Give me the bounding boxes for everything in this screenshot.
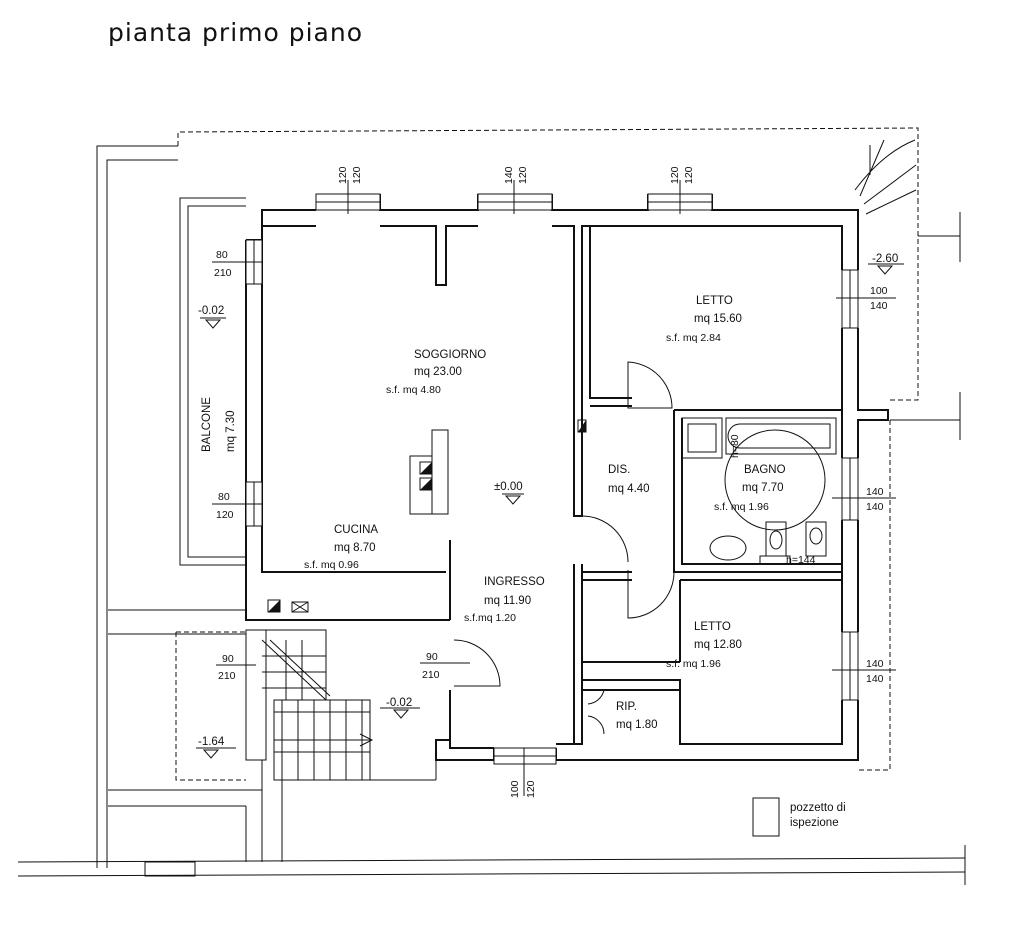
opening-left1-a: 80 <box>216 249 228 261</box>
opening-top1-a: 120 <box>337 166 349 184</box>
rip-name: RIP. <box>616 701 637 713</box>
windows <box>245 193 859 765</box>
opening-bottom-b: 120 <box>525 780 537 798</box>
letto1-name: LETTO <box>696 295 733 307</box>
soggiorno-area: mq 23.00 <box>414 366 462 378</box>
cucina-area: mq 8.70 <box>334 542 376 554</box>
opening-left2-a: 80 <box>218 491 230 503</box>
site-boundary <box>17 127 966 885</box>
opening-top3-a: 120 <box>669 166 681 184</box>
balcony-outline <box>179 197 246 566</box>
doors <box>453 361 675 735</box>
legend-swatch <box>752 797 780 837</box>
exterior-stair <box>854 139 917 771</box>
balcone-area: mq 7.30 <box>225 410 237 452</box>
dimension-lines <box>212 180 896 796</box>
interior-stair <box>108 609 437 862</box>
legend-line2: ispezione <box>790 817 839 829</box>
soggiorno-sf: s.f. mq 4.80 <box>386 384 441 396</box>
opening-stair-a: 90 <box>222 653 234 665</box>
opening-top2-b: 120 <box>517 166 529 184</box>
cucina-name: CUCINA <box>334 524 378 536</box>
bathroom-fixtures <box>681 417 837 565</box>
bagno-h-bottom: h=144 <box>786 554 816 566</box>
letto1-sf: s.f. mq 2.84 <box>666 332 721 344</box>
level-center: ±0.00 <box>494 481 523 493</box>
letto2-area: mq 12.80 <box>694 639 742 651</box>
opening-top2-a: 140 <box>503 166 515 184</box>
opening-entry-b: 210 <box>422 669 440 681</box>
rip-area: mq 1.80 <box>616 719 658 731</box>
opening-right3-a: 140 <box>866 658 884 670</box>
soggiorno-name: SOGGIORNO <box>414 349 486 361</box>
opening-right2-b: 140 <box>866 501 884 513</box>
letto2-sf: s.f. mq 1.96 <box>666 658 721 670</box>
opening-right2-a: 140 <box>866 486 884 498</box>
ingresso-area: mq 11.90 <box>484 595 531 607</box>
plan-title: pianta primo piano <box>108 18 364 47</box>
opening-right1-a: 100 <box>870 285 888 297</box>
exterior-walls <box>245 194 889 761</box>
opening-right3-b: 140 <box>866 673 884 685</box>
level-balcony: -0.02 <box>198 305 224 317</box>
bagno-name: BAGNO <box>744 464 786 476</box>
opening-left2-b: 120 <box>216 509 234 521</box>
cucina-sf: s.f. mq 0.96 <box>304 559 359 571</box>
kitchen-details <box>267 419 587 613</box>
letto2-name: LETTO <box>694 621 731 633</box>
level-markers <box>196 263 904 759</box>
opening-bottom-a: 100 <box>509 780 521 798</box>
opening-top1-b: 120 <box>351 166 363 184</box>
interior-walls <box>449 405 842 691</box>
level-landing: -0.02 <box>386 697 412 709</box>
dis-name: DIS. <box>608 464 630 476</box>
ingresso-name: INGRESSO <box>484 576 545 588</box>
balcone-name: BALCONE <box>201 397 213 452</box>
letto1-area: mq 15.60 <box>694 313 742 325</box>
level-stair-bottom: -1.64 <box>198 736 225 748</box>
level-right-stair: -2.60 <box>872 253 898 265</box>
bagno-h-top: h=80 <box>729 434 741 458</box>
bagno-sf: s.f. mq 1.96 <box>714 501 769 513</box>
opening-stair-b: 210 <box>218 670 236 682</box>
dis-area: mq 4.40 <box>608 483 650 495</box>
legend-line1: pozzetto di <box>790 802 846 814</box>
opening-left1-b: 210 <box>214 267 232 279</box>
opening-right1-b: 140 <box>870 300 888 312</box>
opening-top3-b: 120 <box>683 166 695 184</box>
opening-entry-a: 90 <box>426 651 438 663</box>
ingresso-sf: s.f.mq 1.20 <box>464 612 516 624</box>
bagno-area: mq 7.70 <box>742 482 784 494</box>
